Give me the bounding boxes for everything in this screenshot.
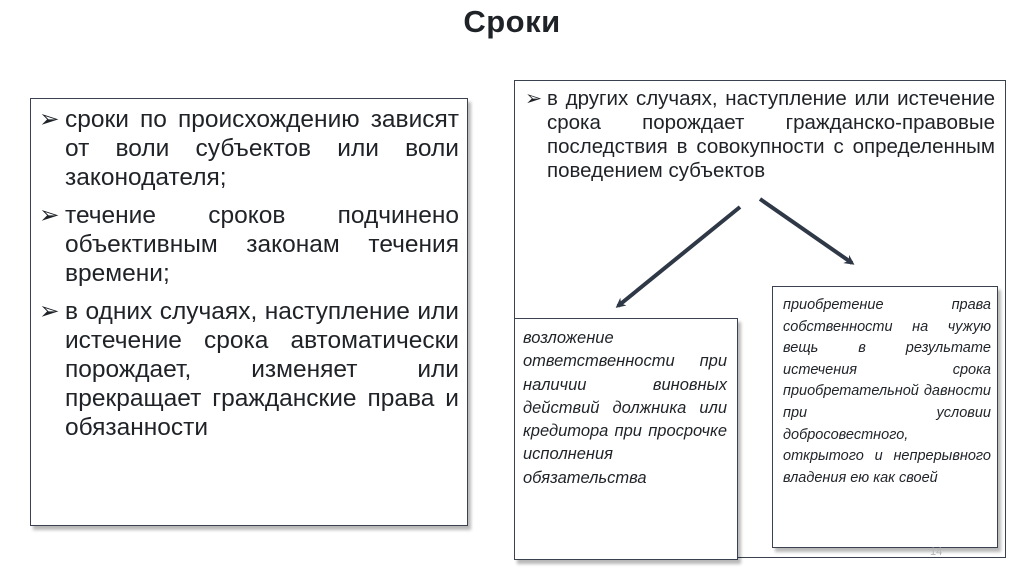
- bullet-item-origin: ➢ сроки по происхождению зависят от воли…: [39, 105, 459, 192]
- arrow-to-liability-icon: [615, 205, 742, 308]
- acquisitive-prescription-text: приобретение права собственности на чужу…: [783, 297, 991, 486]
- bullet-text: течение сроков подчинено объективным зак…: [65, 202, 459, 287]
- bullet-text: сроки по происхождению зависят от воли с…: [65, 106, 459, 191]
- acquisitive-prescription-box: приобретение права собственности на чужу…: [772, 286, 998, 548]
- arrow-bullet-icon: ➢: [525, 87, 543, 110]
- arrow-bullet-icon: ➢: [39, 298, 60, 325]
- left-bullet-box: ➢ сроки по происхождению зависят от воли…: [30, 98, 468, 526]
- arrow-bullet-icon: ➢: [39, 106, 60, 133]
- liability-text: возложение ответственности при наличии в…: [523, 329, 727, 487]
- bullet-item-automatic: ➢ в одних случаях, наступление или истеч…: [39, 297, 459, 442]
- arrow-bullet-icon: ➢: [39, 202, 60, 229]
- page-number: 14: [930, 546, 943, 558]
- bullet-item-other-cases: ➢ в других случаях, наступление или исте…: [525, 87, 995, 183]
- bullet-item-flow: ➢ течение сроков подчинено объективным з…: [39, 201, 459, 288]
- bullet-text: в одних случаях, наступление или истечен…: [65, 298, 459, 441]
- slide-title: Сроки: [463, 4, 561, 39]
- arrow-to-prescription-icon: [758, 197, 855, 265]
- bullet-text: в других случаях, наступление или истече…: [547, 87, 995, 182]
- liability-box: возложение ответственности при наличии в…: [514, 318, 738, 560]
